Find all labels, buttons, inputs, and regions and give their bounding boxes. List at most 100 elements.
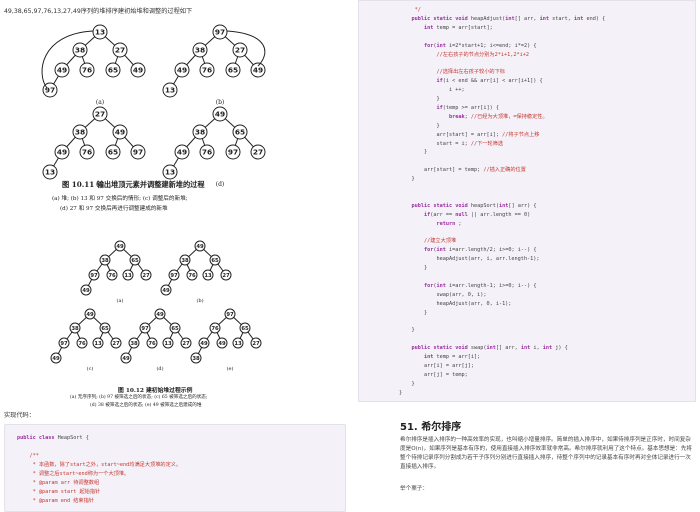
tree-d-node-7-label: 13 — [165, 168, 175, 177]
init-tree-2-node-3-circle — [58, 337, 70, 349]
init-tree-0-node-5-label: 13 — [124, 273, 132, 279]
code-line: /** — [17, 453, 39, 459]
tree-b-node-2-circle — [232, 42, 248, 58]
init-tree-0-node-1-label: 38 — [101, 258, 109, 264]
tree-a-node-1-label: 38 — [75, 46, 85, 55]
tree-a-node-0-circle — [92, 24, 108, 40]
tree-a-node-4-circle — [79, 62, 95, 78]
tree-c-node-7-label: 13 — [45, 168, 55, 177]
init-tree-2-node-6-label: 27 — [112, 341, 120, 347]
init-tree-1-node-7-label: 49 — [162, 288, 170, 294]
tree-b-node-2-label: 27 — [235, 46, 245, 55]
left-column: 49,38,65,97,76,13,27,49序列的堆排序建初始堆和调整的过程如… — [4, 8, 346, 512]
tree-a-node-6-circle — [130, 62, 146, 78]
init-tree-1-node-1-label: 38 — [181, 258, 189, 264]
code-line: * 调整之后start~end称为一个大顶堆。 — [17, 471, 130, 477]
tree-d-node-1-circle — [192, 124, 208, 140]
swap-arc-a — [41, 30, 94, 89]
code-line: for(int i=arr.length/2; i>=0; i--) { — [424, 247, 537, 254]
tree-b-node-1-label: 38 — [195, 46, 205, 55]
init-tree-0-node-1-circle — [99, 254, 111, 266]
code-line: int temp = arr[start]; — [424, 24, 493, 31]
code-line: } — [399, 149, 428, 156]
tree-b-node-0-label: 97 — [215, 28, 225, 37]
init-tree-1-node-7-circle — [160, 284, 172, 296]
code-line: } — [399, 380, 415, 387]
code-line: heapAdjust(arr, i, arr.length-1); — [399, 256, 540, 263]
init-tree-4-node-1-circle — [209, 322, 221, 334]
article-subtitle: 举个栗子： — [400, 486, 428, 492]
figure2-caption-line2: (d) 38 被筛选之后的状态; (e) 49 被筛选之后建成的堆 — [90, 403, 202, 408]
init-tree-3-node-2-circle — [169, 322, 181, 334]
init-tree-4-node-1-label: 76 — [211, 326, 219, 332]
tree-a-panel-label: (a) — [96, 99, 104, 106]
tree-d-node-4-label: 76 — [202, 148, 212, 157]
init-tree-4-node-3-circle — [198, 337, 210, 349]
code-line: * @param start 起始指针 — [17, 489, 101, 495]
tree-c-node-2-label: 49 — [115, 128, 125, 137]
init-tree-3-node-7-label: 49 — [122, 356, 130, 362]
tree-b-node-6-circle — [250, 62, 266, 78]
init-tree-2-node-6-circle — [110, 337, 122, 349]
init-tree-0-node-4-circle — [106, 269, 118, 281]
init-tree-3-node-4-label: 76 — [148, 341, 156, 347]
code-line: for(int i=2*start+1; i<=end; i*=2) { — [424, 42, 537, 49]
tree-d-node-5-circle — [225, 144, 241, 160]
init-tree-3-node-6-circle — [180, 337, 192, 349]
init-tree-3-node-3-circle — [128, 337, 140, 349]
init-tree-1-node-2-label: 65 — [211, 258, 219, 264]
init-tree-3-node-1-label: 97 — [141, 326, 149, 332]
code-line: //选择出左右孩子较小的下标 — [399, 69, 505, 76]
tree-c-node-6-circle — [130, 144, 146, 160]
init-tree-4-node-2-circle — [239, 322, 251, 334]
init-tree-4-node-5-label: 13 — [234, 341, 242, 347]
init-tree-2-node-2-circle — [99, 322, 111, 334]
init-tree-0-node-0-circle — [114, 240, 126, 252]
code-line: } — [399, 122, 440, 129]
tree-d-panel-label: (d) — [216, 181, 225, 188]
init-tree-1-panel-label: (b) — [196, 297, 203, 304]
init-tree-1-node-3-circle — [168, 269, 180, 281]
init-tree-3-node-0-circle — [154, 308, 166, 320]
tree-c-node-5-label: 65 — [108, 148, 118, 157]
code-line: start = i; //下一轮筛选 — [399, 140, 504, 147]
tree-b-node-6-label: 49 — [253, 66, 263, 75]
init-tree-2-node-4-circle — [76, 337, 88, 349]
init-tree-1-node-4-circle — [186, 269, 198, 281]
tree-b-node-5-label: 65 — [228, 66, 238, 75]
init-tree-0-node-3-circle — [88, 269, 100, 281]
left-code-block: public class HeapSort { /** * 本函数，除了star… — [4, 424, 346, 512]
tree-c-node-5-circle — [105, 144, 121, 160]
init-tree-2-node-7-circle — [50, 352, 62, 364]
init-tree-3-node-5-label: 13 — [164, 341, 172, 347]
tree-b-node-3-circle — [174, 62, 190, 78]
tree-a-node-0-label: 13 — [95, 28, 105, 37]
init-tree-4-node-0-circle — [224, 308, 236, 320]
tree-b-node-7-label: 13 — [165, 86, 175, 95]
figure1-caption-line2: (d) 27 和 97 交换后再进行调整建成的新堆 — [60, 206, 168, 212]
code-line: if(arr == null || arr.length == 0) — [424, 211, 531, 218]
tree-b-node-3-label: 49 — [177, 66, 187, 75]
tree-d-node-7-circle — [162, 164, 178, 180]
init-tree-2-node-7-label: 49 — [52, 356, 60, 362]
init-tree-2-node-3-label: 97 — [60, 341, 68, 347]
tree-d-node-6-label: 27 — [253, 148, 263, 157]
code-line: if(temp >= arr[i]) { — [436, 104, 499, 111]
init-tree-1-node-5-label: 13 — [204, 273, 212, 279]
code-line: break; //已经为大顶堆，=保持稳定性。 — [448, 113, 548, 120]
code-line: int temp = arr[i]; — [424, 354, 481, 361]
tree-b-node-7-circle — [162, 82, 178, 98]
init-tree-3-node-7-circle — [120, 352, 132, 364]
init-tree-4-node-5-circle — [232, 337, 244, 349]
init-tree-4-node-6-label: 27 — [252, 341, 260, 347]
tree-d-node-1-label: 38 — [195, 128, 205, 137]
figure1-caption-title: 图 10.11 输出堆顶元素并调整建新堆的过程 — [62, 180, 205, 189]
figure1-caption-line1: (a) 堆; (b) 13 和 97 交换后的情形; (c) 调整后的新堆; — [52, 196, 188, 202]
init-tree-0-node-6-label: 27 — [142, 273, 150, 279]
code-line: heapAdjust(arr, 0, i-1); — [399, 300, 512, 307]
code-line: public static void heapSort(int[] arr) { — [411, 202, 537, 209]
tree-b-node-4-label: 76 — [202, 66, 212, 75]
init-tree-3-node-3-label: 38 — [130, 341, 138, 347]
